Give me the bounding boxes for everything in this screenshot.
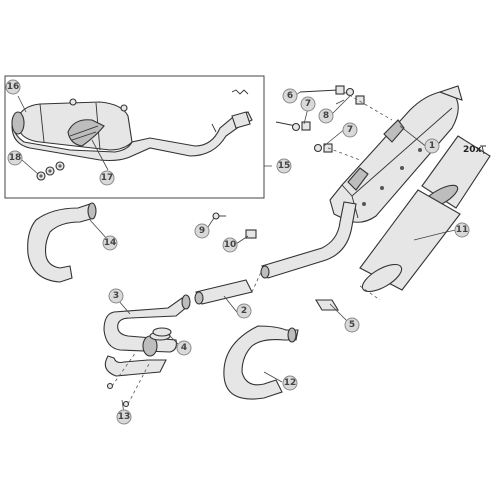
part-3-header: [103, 294, 191, 377]
callout-16: 16: [5, 79, 21, 95]
svg-text:14: 14: [104, 238, 117, 248]
callout-12: 12: [282, 375, 298, 391]
svg-text:8: 8: [323, 111, 329, 121]
svg-text:18: 18: [9, 153, 22, 163]
svg-text:10: 10: [224, 240, 237, 250]
part-5-gasket: [315, 299, 339, 311]
part-12-header: [223, 325, 299, 400]
callout-17: 17: [99, 170, 115, 186]
part-14-headpipe: [27, 202, 97, 283]
part-18-nuts: [36, 161, 65, 181]
callout-6: 6: [282, 88, 298, 104]
part-1-silencer: [329, 85, 463, 223]
callout-13: 13: [116, 409, 132, 425]
spring-detail: [231, 89, 249, 95]
svg-text:6: 6: [287, 91, 293, 101]
assembly-inset-frame: [4, 75, 265, 199]
svg-text:4: 4: [181, 343, 187, 353]
svg-text:12: 12: [284, 378, 297, 388]
svg-text:15: 15: [278, 161, 291, 171]
callout-10: 10: [222, 237, 238, 253]
svg-text:2: 2: [241, 306, 247, 316]
part-11-wrap: [359, 135, 491, 301]
svg-text:3: 3: [113, 291, 119, 301]
svg-text:17: 17: [101, 173, 114, 183]
svg-text:16: 16: [7, 82, 20, 92]
callout-14: 14: [102, 235, 118, 251]
svg-text:11: 11: [456, 225, 469, 235]
svg-text:1: 1: [429, 141, 435, 151]
callout-8: 8: [318, 108, 334, 124]
screw-glyph-icon: [480, 145, 486, 155]
svg-text:7: 7: [305, 99, 311, 109]
callout-18: 18: [7, 150, 23, 166]
callout-15: 15: [276, 158, 292, 174]
complete-exhaust-assembly: [11, 89, 253, 162]
quantity-note: 20x: [463, 145, 482, 155]
svg-text:9: 9: [199, 226, 205, 236]
callout-9: 9: [194, 223, 210, 239]
callout-4: 4: [176, 340, 192, 356]
part-2-midpipe: [194, 201, 357, 305]
svg-text:5: 5: [349, 320, 355, 330]
callout-2: 2: [236, 303, 252, 319]
parts-9-10-fittings: [212, 212, 257, 239]
callout-1: 1: [424, 138, 440, 154]
callout-7b: 7: [342, 122, 358, 138]
svg-text:13: 13: [118, 412, 131, 422]
part-13-bolts: [106, 351, 151, 408]
callout-7a: 7: [300, 96, 316, 112]
part-4-gasket: [152, 327, 172, 337]
parts-6-7-8-fasteners: [275, 85, 393, 161]
inset-protector-shape: [67, 119, 105, 147]
callout-3: 3: [108, 288, 124, 304]
callout-11: 11: [454, 222, 470, 238]
svg-text:7: 7: [347, 125, 353, 135]
callout-5: 5: [344, 317, 360, 333]
